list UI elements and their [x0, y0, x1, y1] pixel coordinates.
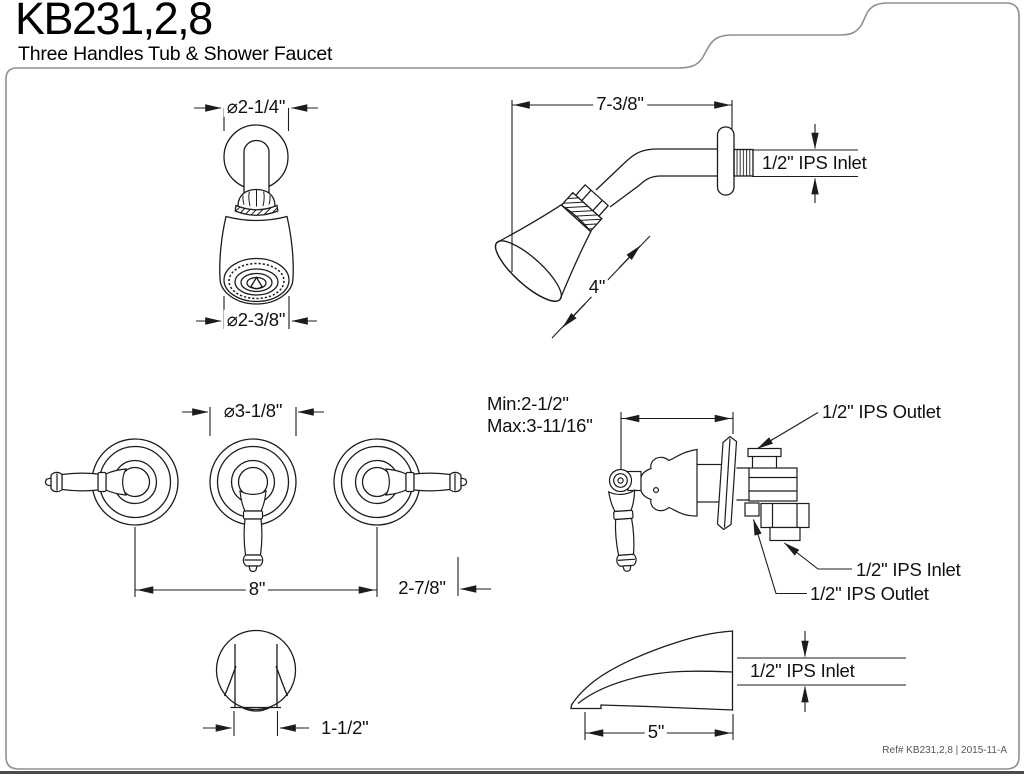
model-number: KB231,2,8 [15, 0, 213, 44]
dim-valve-depth-min: Min:2-1/2" [487, 393, 569, 414]
shower-arm-side-view [494, 126, 754, 302]
showerhead-front-view [219, 124, 294, 305]
dim-valve-depth-max: Max:3-11/16" [487, 415, 593, 436]
tub-spout-front-dimensions [203, 711, 309, 736]
label-spout-inlet: 1/2" IPS Inlet [750, 659, 855, 681]
valve-side-view [608, 435, 810, 573]
valve-dimensions [620, 412, 852, 595]
dim-escutcheon-diameter: ⌀3-1/8" [220, 400, 286, 422]
tub-spout-side-view [570, 630, 734, 711]
tub-spout-front-view [215, 629, 297, 712]
dim-handle-spread: 8" [245, 578, 269, 600]
label-valve-outlet-bottom: 1/2" IPS Outlet [810, 582, 929, 604]
label-valve-inlet: 1/2" IPS Inlet [856, 558, 961, 580]
footer-bar [0, 771, 1024, 775]
reference-number: Ref# KB231,2,8 | 2015-11-A [882, 745, 1007, 756]
handles-front-view [44, 438, 468, 573]
shower-arm-dimensions [511, 100, 858, 339]
dim-spout-width: 1-1/2" [321, 716, 369, 738]
page-frame [5, 2, 1020, 770]
dim-handle-length: 2-7/8" [395, 577, 449, 599]
dim-showerhead-length: 4" [585, 276, 609, 298]
dim-spout-length: 5" [644, 721, 668, 743]
label-shower-arm-inlet: 1/2" IPS Inlet [762, 151, 867, 173]
handles-dimensions [134, 407, 491, 597]
dim-showerhead-flange-diameter: ⌀2-1/4" [223, 96, 289, 118]
dim-showerhead-face-diameter: ⌀2-3/8" [223, 309, 289, 331]
product-title: Three Handles Tub & Shower Faucet [18, 43, 333, 65]
label-valve-outlet-top: 1/2" IPS Outlet [822, 400, 941, 422]
tub-spout-side-dimensions [584, 631, 906, 740]
showerhead-front-dimensions [194, 104, 318, 329]
dim-shower-arm-reach: 7-3/8" [593, 93, 647, 115]
